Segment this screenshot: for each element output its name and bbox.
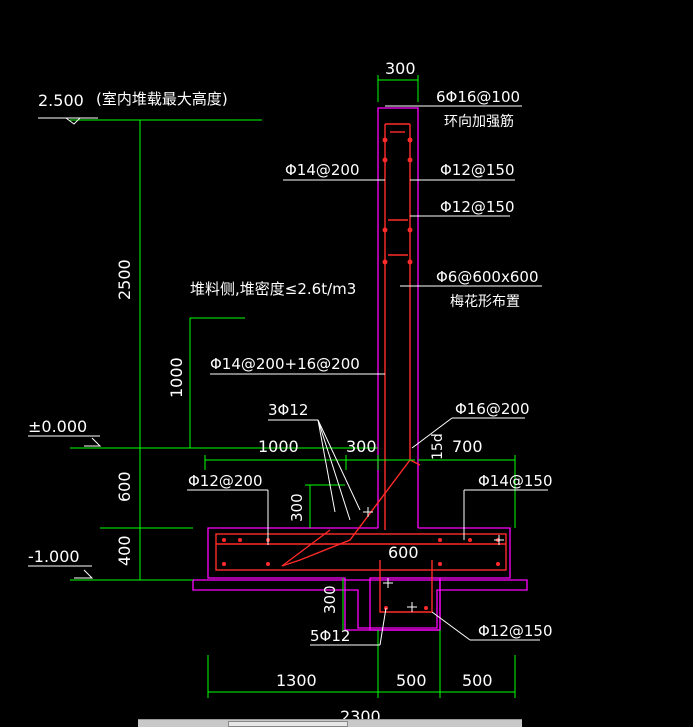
tie-dot xyxy=(382,227,388,233)
dim-500-b: 500 xyxy=(462,671,493,690)
bar-right-1-label: Φ12@150 xyxy=(440,161,515,179)
dimension-lines xyxy=(70,75,516,698)
slab-bar-dot xyxy=(222,538,226,542)
scrollbar-thumb[interactable] xyxy=(228,721,348,727)
ring-bars-label: 6Φ16@100 xyxy=(436,88,520,106)
corner-bars-label: 3Φ12 xyxy=(268,401,308,419)
ring-bars-note: 环向加强筋 xyxy=(444,113,514,130)
cushion-outline xyxy=(192,579,528,629)
corner-bar-right-label: Φ16@200 xyxy=(455,400,530,418)
elevation-top-note: (室内堆载最大高度) xyxy=(96,90,228,108)
elevation-marker-neg xyxy=(74,569,94,579)
ring-bar-dot xyxy=(407,157,413,163)
haunch-bar xyxy=(281,529,331,567)
annotations: 300 2.500 (室内堆载最大高度) 6Φ16@100 环向加强筋 Φ14@… xyxy=(28,59,553,726)
tie-note: 梅花形布置 xyxy=(450,294,520,310)
key-stirrup-bar xyxy=(379,560,433,613)
elevation-marker-zero xyxy=(84,437,102,447)
key-bar-dot xyxy=(424,606,428,610)
elevation-marker-top xyxy=(65,117,82,125)
crosshair-markers xyxy=(363,507,504,612)
anchor-15d-label: 15d xyxy=(430,433,446,460)
ring-bar-dot xyxy=(382,137,388,143)
slab-bar-dot xyxy=(238,538,242,542)
bar-right-2-label: Φ12@150 xyxy=(440,198,515,216)
wall-bend-bar xyxy=(281,459,411,567)
leader-lines xyxy=(187,105,548,646)
wall-outline xyxy=(377,107,419,528)
slab-bar-dot xyxy=(266,562,270,566)
key-bars-label: 5Φ12 xyxy=(310,627,350,645)
dim-700: 700 xyxy=(452,437,483,456)
concrete-outline xyxy=(192,107,528,631)
slab-bar-dot xyxy=(222,562,226,566)
slab-top-right-label: Φ14@150 xyxy=(478,472,553,490)
slab-bar-loop xyxy=(215,533,507,571)
slab-bar-dot xyxy=(496,562,500,566)
dim-300-haunch: 300 xyxy=(288,493,306,522)
tie-label: Φ6@600x600 xyxy=(436,268,539,286)
elevation-markers xyxy=(28,117,102,579)
dim-600-key: 600 xyxy=(388,543,419,562)
height-1000-dim: 1000 xyxy=(167,357,186,398)
anchor-15d-bar xyxy=(409,459,421,466)
ring-bar-dot xyxy=(407,137,413,143)
dim-300-key: 300 xyxy=(321,585,339,614)
elevation-zero-label: ±0.000 xyxy=(28,417,87,436)
elevation-top-label: 2.500 xyxy=(38,91,84,110)
wall-width-dim: 300 xyxy=(385,59,416,78)
dim-1300: 1300 xyxy=(276,671,317,690)
horizontal-scrollbar[interactable] xyxy=(138,719,522,727)
wall-height-dim: 2500 xyxy=(115,259,134,300)
ring-bar-dot xyxy=(382,157,388,163)
dim-1000-h: 1000 xyxy=(258,437,299,456)
tie-dot xyxy=(407,227,413,233)
slab-bar-dot xyxy=(468,538,472,542)
key-stirrup-label: Φ12@150 xyxy=(478,622,553,640)
dim-400-v: 400 xyxy=(115,535,134,566)
elevation-neg-label: -1.000 xyxy=(28,547,80,566)
wall-inner-bars-label: Φ14@200+16@200 xyxy=(210,355,360,373)
load-note: 堆料侧,堆密度≤2.6t/m3 xyxy=(190,280,356,298)
dim-300-h: 300 xyxy=(346,437,377,456)
slab-bar-dot xyxy=(438,538,442,542)
shear-key-outline xyxy=(369,577,441,631)
bar-left-top-label: Φ14@200 xyxy=(285,161,360,179)
dim-600-v: 600 xyxy=(115,471,134,502)
tie-dot xyxy=(382,259,388,265)
slab-top-left-label: Φ12@200 xyxy=(188,472,263,490)
slab-bar-dot xyxy=(438,562,442,566)
tie-dot xyxy=(407,259,413,265)
dim-500-a: 500 xyxy=(396,671,427,690)
